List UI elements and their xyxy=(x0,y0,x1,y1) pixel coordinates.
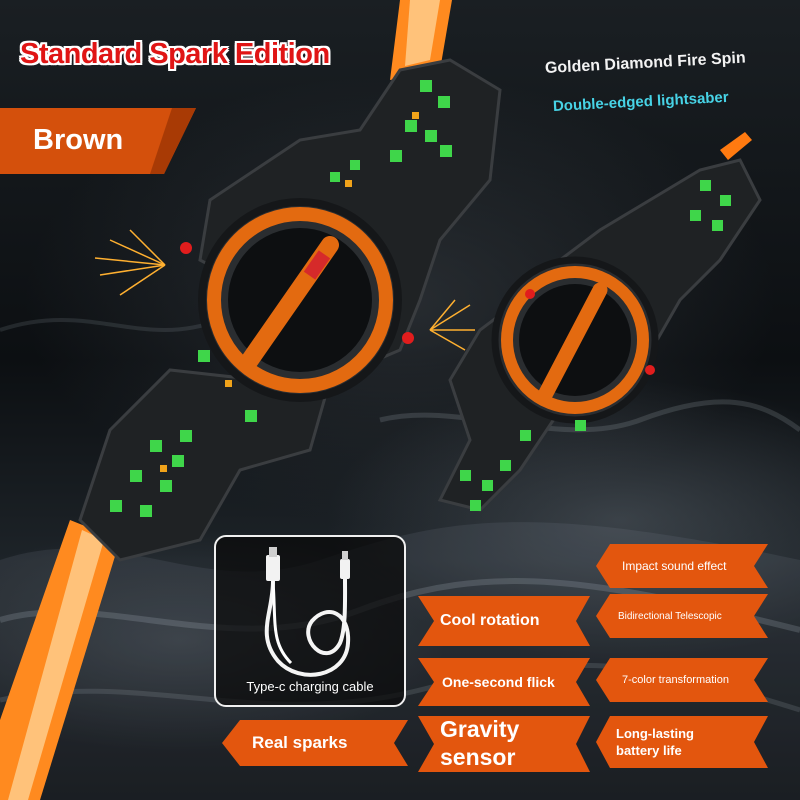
feature-color-transformation-label: 7-color transformation xyxy=(622,674,729,686)
feature-banner-shape xyxy=(596,594,768,638)
feature-banner-shape xyxy=(418,596,590,646)
small-saber-body xyxy=(437,158,762,512)
feature-one-second-flick: One-second flick xyxy=(418,658,590,706)
feature-real-sparks-label: Real sparks xyxy=(252,733,348,752)
feature-battery-life-label: Long-lasting battery life xyxy=(616,725,694,759)
feature-gravity-sensor: Gravity sensor xyxy=(418,716,590,772)
orange-blade-top xyxy=(390,0,452,80)
feature-banner-shape xyxy=(596,544,768,588)
edition-title: Standard Spark Edition xyxy=(20,38,330,70)
feature-battery-line-1: Long-lasting xyxy=(616,726,694,741)
feature-impact-sound-label: Impact sound effect xyxy=(622,559,727,573)
feature-one-second-flick-label: One-second flick xyxy=(442,674,555,690)
feature-banner-shape xyxy=(222,720,408,766)
feature-cool-rotation-label: Cool rotation xyxy=(440,612,540,629)
charging-cable-card: Type-c charging cable xyxy=(214,535,406,707)
feature-gravity-line-2: sensor xyxy=(440,744,516,770)
feature-real-sparks: Real sparks xyxy=(222,720,408,766)
feature-banner-shape xyxy=(418,716,590,772)
feature-impact-sound: Impact sound effect xyxy=(596,544,768,588)
orange-blade-bottom xyxy=(0,520,120,800)
spark-effect-left xyxy=(94,229,166,296)
charging-cable-label: Type-c charging cable xyxy=(246,679,374,694)
color-banner-shape xyxy=(0,108,196,174)
usb-cable-icon xyxy=(264,547,351,677)
feature-telescopic-label: Bidirectional Telescopic xyxy=(618,610,722,622)
large-saber-body xyxy=(78,58,502,562)
feature-battery-line-2: battery life xyxy=(616,743,682,758)
feature-gravity-sensor-label: Gravity sensor xyxy=(440,715,519,771)
feature-cool-rotation: Cool rotation xyxy=(418,596,590,646)
orange-blade-small xyxy=(720,132,752,160)
feature-banner-shape xyxy=(418,658,590,706)
feature-banner-shape xyxy=(596,716,768,768)
feature-banner-shape xyxy=(596,658,768,702)
feature-gravity-line-1: Gravity xyxy=(440,716,520,742)
color-banner-label: Brown xyxy=(33,124,124,156)
feature-telescopic: Bidirectional Telescopic xyxy=(596,594,768,638)
feature-battery-life: Long-lasting battery life xyxy=(596,716,768,768)
feature-color-transformation: 7-color transformation xyxy=(596,658,768,702)
spark-effect-center xyxy=(429,299,475,351)
